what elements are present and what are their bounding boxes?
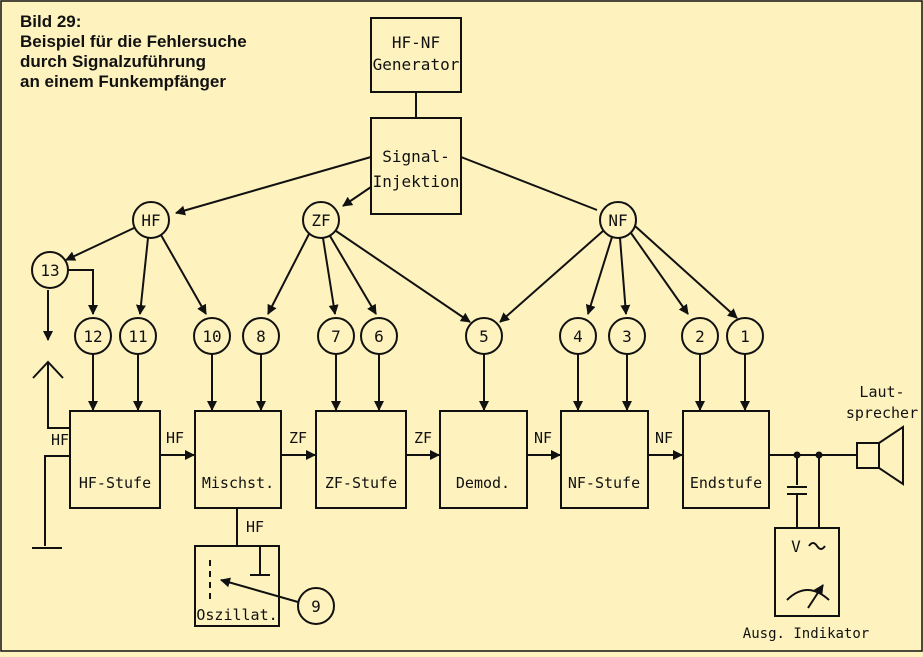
arrow-injection-hf bbox=[175, 156, 372, 216]
point-9 bbox=[297, 587, 335, 625]
injection-box bbox=[370, 117, 462, 215]
point-7-label: 7 bbox=[331, 327, 341, 346]
arrow-9-osc bbox=[220, 577, 299, 603]
hf-stage-box bbox=[69, 410, 161, 509]
hub-hf bbox=[132, 201, 170, 239]
point-5-label: 5 bbox=[479, 327, 489, 346]
end-stage-label: Endstufe bbox=[690, 474, 762, 492]
arrow-hf-11 bbox=[135, 237, 149, 315]
signal-nf-end-label: NF bbox=[655, 429, 673, 447]
arrow-nf-5 bbox=[499, 230, 604, 323]
point-9-label: 9 bbox=[311, 597, 321, 616]
point-4-label: 4 bbox=[573, 327, 583, 346]
point-3-label: 3 bbox=[622, 327, 632, 346]
figure-caption: Bild 29: Beispiel für die Fehlersuche du… bbox=[20, 12, 340, 92]
arrow-hf-10 bbox=[160, 234, 207, 315]
meter-label: Ausg. Indikator bbox=[743, 626, 869, 642]
arrow-zf-8 bbox=[267, 233, 310, 315]
arrow-zf-5 bbox=[335, 230, 471, 323]
point-13-label: 13 bbox=[40, 261, 59, 280]
mixer-label: Mischst. bbox=[202, 474, 274, 492]
injection-label-1: Signal- bbox=[382, 147, 449, 166]
line-injection-nf bbox=[460, 156, 598, 211]
arrow-nf-1 bbox=[634, 225, 738, 319]
speaker-label-1: Laut- bbox=[859, 383, 904, 401]
point-6-label: 6 bbox=[374, 327, 384, 346]
generator-label-1: HF-NF bbox=[392, 33, 440, 52]
hub-zf-label: ZF bbox=[311, 211, 330, 230]
arrow-injection-zf bbox=[342, 186, 372, 207]
antenna-feed bbox=[47, 362, 70, 429]
meter-needle bbox=[807, 584, 824, 609]
ground-feed bbox=[44, 455, 70, 546]
hub-zf bbox=[302, 201, 340, 239]
junction-dot bbox=[793, 451, 801, 459]
zf-stage-box bbox=[315, 410, 407, 509]
ac-wave-icon bbox=[808, 542, 826, 550]
point-10-label: 10 bbox=[202, 327, 221, 346]
zf-stage-label: ZF-Stufe bbox=[325, 474, 397, 492]
point-8-label: 8 bbox=[256, 327, 266, 346]
caption-line-2: durch Signalzuführung bbox=[20, 52, 207, 71]
point-2-label: 2 bbox=[695, 327, 705, 346]
mixer-box bbox=[194, 410, 282, 509]
caption-title: Bild 29: bbox=[20, 12, 82, 31]
meter-box bbox=[774, 527, 840, 617]
antenna-signal-label: HF bbox=[51, 431, 69, 449]
caption-line-3: an einem Funkempfänger bbox=[20, 72, 226, 91]
signal-demod-nf-label: NF bbox=[534, 429, 552, 447]
signal-mix-zf-label: ZF bbox=[289, 429, 307, 447]
arrow-hf-13 bbox=[65, 227, 135, 261]
signal-hf-mix-label: HF bbox=[166, 429, 184, 447]
generator-label-2: Generator bbox=[373, 55, 460, 74]
signal-zf-demod-label: ZF bbox=[414, 429, 432, 447]
arrow-zf-6 bbox=[329, 235, 377, 315]
arrow-nf-2 bbox=[630, 232, 689, 315]
osc-signal-label: HF bbox=[246, 518, 264, 536]
meter-symbol: V bbox=[791, 537, 801, 556]
end-stage-box bbox=[682, 410, 770, 509]
injection-label-2: Injektion bbox=[373, 172, 460, 191]
speaker-cone bbox=[878, 425, 904, 486]
oscillator-label: Oszillat. bbox=[196, 606, 277, 624]
demod-box bbox=[439, 410, 528, 509]
hub-hf-label: HF bbox=[141, 211, 160, 230]
speaker-label-2: sprecher bbox=[846, 404, 918, 422]
nf-stage-box bbox=[560, 410, 649, 509]
point-12-label: 12 bbox=[83, 327, 102, 346]
hub-nf bbox=[599, 201, 637, 239]
meter-scale bbox=[786, 589, 830, 601]
point-1-label: 1 bbox=[740, 327, 750, 346]
speaker-magnet bbox=[856, 442, 880, 469]
caption-line-1: Beispiel für die Fehlersuche bbox=[20, 32, 247, 51]
hub-nf-label: NF bbox=[608, 211, 627, 230]
demod-label: Demod. bbox=[456, 474, 510, 492]
junction-dot bbox=[815, 451, 823, 459]
arrow-13-12 bbox=[68, 269, 98, 315]
point-11-label: 11 bbox=[128, 327, 147, 346]
hf-stage-label: HF-Stufe bbox=[79, 474, 151, 492]
arrow-nf-4 bbox=[585, 236, 613, 315]
nf-stage-label: NF-Stufe bbox=[568, 474, 640, 492]
arrow-zf-7 bbox=[322, 237, 339, 315]
arrow-nf-3 bbox=[619, 237, 631, 315]
